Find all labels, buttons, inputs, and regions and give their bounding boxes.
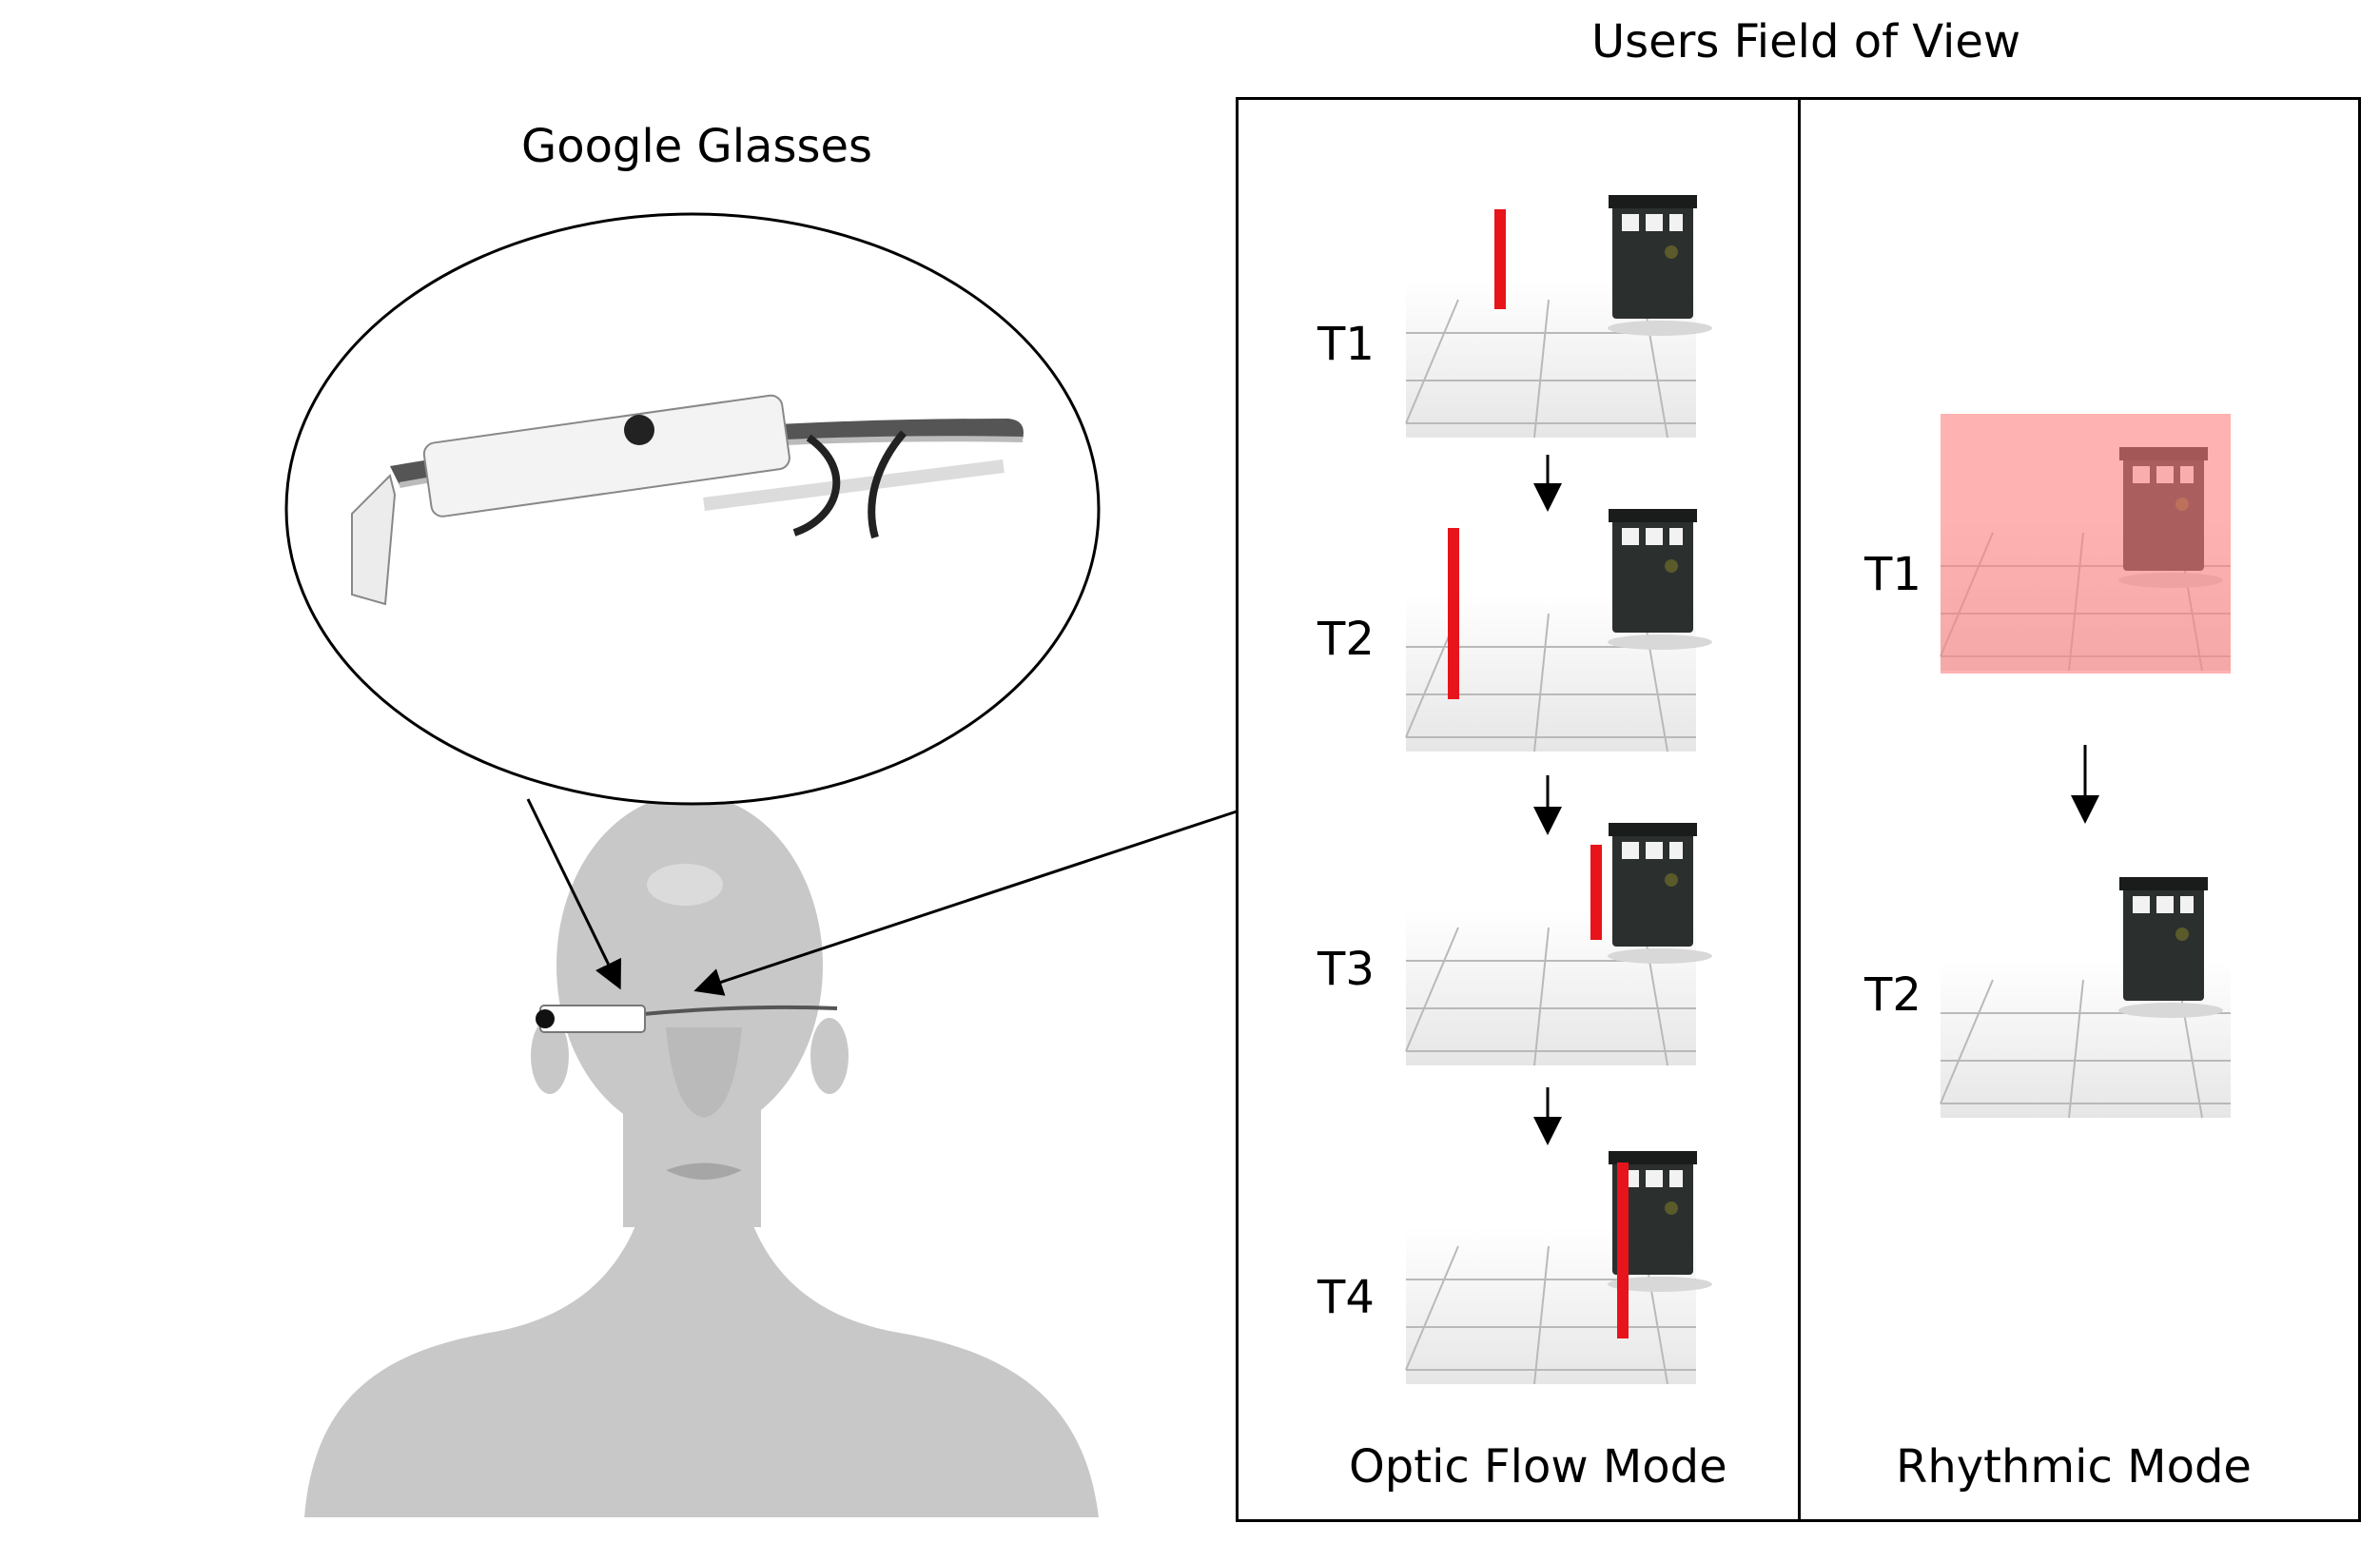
google-glasses-title: Google Glasses [521, 120, 873, 173]
red-indicator-bar [1448, 528, 1459, 699]
glasses-on-head [536, 1005, 838, 1033]
red-indicator-bar [1590, 845, 1602, 940]
person-silhouette [304, 794, 1099, 1517]
field-of-view-title: Users Field of View [1591, 15, 2021, 68]
red-flash-overlay [1941, 414, 2231, 674]
red-indicator-bar [1494, 209, 1506, 309]
optic-flow-frame-t4 [1405, 1151, 1712, 1385]
rhythmic-label-t2: T2 [1864, 968, 1922, 1022]
optic-flow-label-t3: T3 [1317, 943, 1375, 996]
optic-flow-mode-label: Optic Flow Mode [1349, 1440, 1727, 1494]
rhythmic-label-t1: T1 [1864, 548, 1922, 601]
red-indicator-bar [1617, 1162, 1629, 1338]
optic-flow-label-t4: T4 [1317, 1271, 1375, 1324]
optic-flow-label-t2: T2 [1317, 613, 1375, 666]
rhythmic-mode-label: Rhythmic Mode [1896, 1440, 2252, 1494]
optic-flow-frame-t1 [1405, 195, 1712, 439]
optic-flow-label-t1: T1 [1317, 318, 1375, 371]
panel-divider [1798, 97, 1801, 1522]
glasses-closeup [284, 212, 1101, 806]
rhythmic-frame-t1 [1940, 414, 2232, 674]
optic-flow-frame-t3 [1405, 823, 1712, 1066]
optic-flow-frame-t2 [1405, 509, 1712, 752]
connector-arrows [526, 798, 1238, 996]
